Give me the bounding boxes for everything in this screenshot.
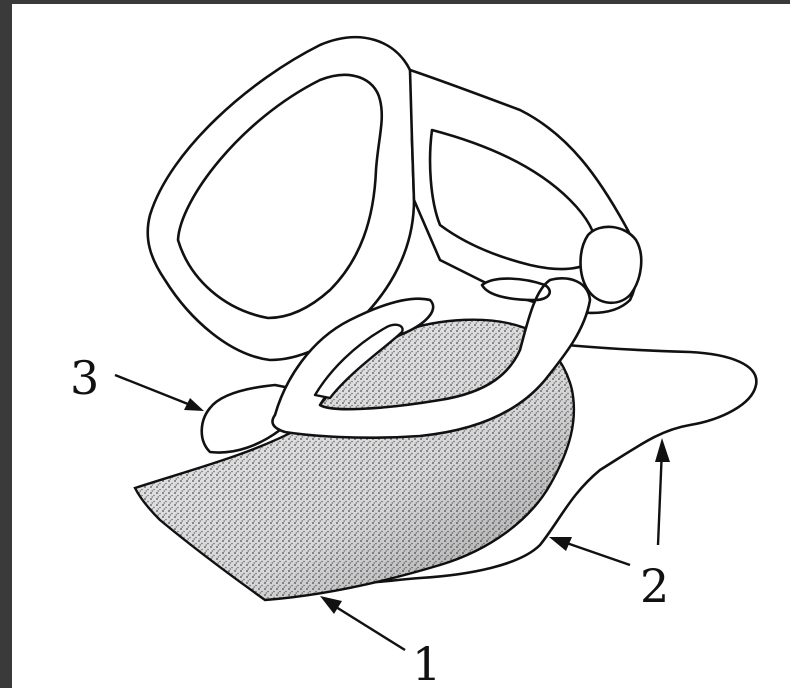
arrow-2-left-head	[549, 537, 572, 551]
callout-label-3: 3	[70, 351, 99, 405]
arrow-3-line	[115, 375, 198, 408]
arrow-2-up-line	[658, 448, 662, 545]
canal-junction-knob	[581, 227, 642, 303]
arrow-1-head	[320, 596, 342, 614]
arrow-3-head	[184, 398, 204, 411]
arrow-1-line	[328, 602, 405, 650]
arrow-2-up-head	[655, 438, 670, 462]
callout-label-2: 2	[640, 559, 669, 613]
callout-label-1: 1	[412, 637, 441, 688]
